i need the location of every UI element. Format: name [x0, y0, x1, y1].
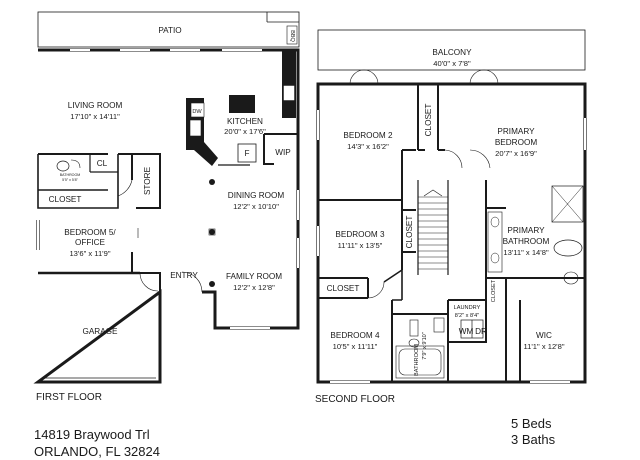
- closet-top-label: CLOSET: [424, 104, 433, 137]
- fridge: [237, 143, 257, 163]
- bathroom2-label: BATHROOM: [414, 344, 420, 376]
- grill: [286, 25, 298, 45]
- bedroom5-label-1: BEDROOM 5/: [64, 228, 116, 237]
- kitchen-dims: 20'0" x 17'6": [224, 127, 266, 136]
- entry-label: ENTRY: [170, 271, 198, 280]
- closet-left-label: CLOSET: [327, 284, 360, 293]
- patio-outline: [37, 11, 300, 48]
- primary-bath-dims: 13'11" x 14'8": [503, 248, 549, 257]
- grill-label: BBQ: [289, 30, 295, 42]
- bedroom3-dims: 11'11" x 13'5": [338, 241, 383, 250]
- living-room-label: LIVING ROOM: [68, 101, 123, 110]
- kitchen-island: [229, 95, 255, 113]
- second-floor-caption: SECOND FLOOR: [315, 394, 395, 405]
- second-floor-labels: BALCONY 40'0" x 7'8" BEDROOM 2 14'3" x 1…: [315, 48, 565, 405]
- store-label: STORE: [143, 166, 152, 195]
- first-floor-plan: [33, 11, 300, 384]
- first-floor-labels: PATIO LIVING ROOM 17'10" x 14'11" KITCHE…: [36, 26, 295, 403]
- bathroom2-dims: 7'9" x 9'10": [422, 332, 428, 360]
- cl-label: CL: [97, 159, 108, 168]
- primary-bath-label-1: PRIMARY: [507, 226, 545, 235]
- bedroom4-dims: 10'5" x 11'11": [333, 342, 378, 351]
- balcony-outline: [317, 29, 586, 71]
- closet-label: CLOSET: [49, 195, 82, 204]
- primary-bath-label-2: BATHROOM: [503, 237, 550, 246]
- fridge-label: F: [244, 149, 249, 158]
- baths-count: 3 Baths: [511, 432, 556, 447]
- laundry-label: LAUNDRY: [454, 305, 481, 311]
- address-city: ORLANDO, FL 32824: [34, 444, 160, 459]
- beds-count: 5 Beds: [511, 416, 552, 431]
- wic-label: WIC: [536, 331, 552, 340]
- closet-b3-label: CLOSET: [405, 216, 414, 249]
- first-floor-caption: FIRST FLOOR: [36, 392, 102, 403]
- first-floor-exterior-wall: [33, 48, 300, 384]
- dryer-label: DR: [475, 327, 487, 336]
- bedroom3-label: BEDROOM 3: [335, 230, 385, 239]
- patio-label: PATIO: [158, 26, 181, 35]
- garage-label: GARAGE: [82, 327, 118, 336]
- bedroom5-label-2: OFFICE: [75, 238, 106, 247]
- bathroom-label: BATHROOM: [60, 173, 81, 177]
- wic-dims: 11'1" x 12'8": [523, 342, 564, 351]
- bedroom5-dims: 13'6" x 11'9": [69, 249, 110, 258]
- balcony-label: BALCONY: [432, 48, 472, 57]
- family-room-dims: 12'2" x 12'8": [233, 283, 275, 292]
- second-floor-plan: [316, 29, 587, 384]
- living-room-dims: 17'10" x 14'11": [70, 112, 120, 121]
- address-street: 14819 Braywood Trl: [34, 427, 150, 442]
- closet-mid-label: CLOSET: [491, 279, 497, 302]
- bedroom4-label: BEDROOM 4: [330, 331, 380, 340]
- wip-label: WIP: [275, 148, 291, 157]
- balcony-dims: 40'0" x 7'8": [433, 59, 471, 68]
- second-floor-exterior-wall: [316, 82, 587, 384]
- laundry-dims: 8'2" x 8'4": [455, 313, 479, 319]
- laundry-sink: [433, 317, 445, 333]
- washer-label: WM: [459, 327, 474, 336]
- dining-room-label: DINING ROOM: [228, 191, 285, 200]
- dishwasher: [190, 102, 205, 118]
- primary-bedroom-label-2: BEDROOM: [495, 138, 537, 147]
- primary-bedroom-dims: 20'7" x 16'9": [495, 149, 537, 158]
- shower: [551, 185, 584, 223]
- family-room-label: FAMILY ROOM: [226, 272, 282, 281]
- bed-bath-summary: 5 Beds 3 Baths: [511, 416, 555, 448]
- address-block: 14819 Braywood Trl ORLANDO, FL 32824: [34, 426, 334, 460]
- dining-room-dims: 12'2" x 10'10": [233, 202, 279, 211]
- bedroom2-dims: 14'3" x 16'2": [347, 142, 389, 151]
- floor-plan: PATIO LIVING ROOM 17'10" x 14'11" KITCHE…: [33, 11, 587, 405]
- primary-bedroom-label-1: PRIMARY: [497, 127, 535, 136]
- bathroom-dims: 5'5" x 5'8": [62, 178, 78, 182]
- kitchen-label: KITCHEN: [227, 117, 263, 126]
- bedroom2-label: BEDROOM 2: [343, 131, 393, 140]
- dishwasher-label: DW: [192, 109, 202, 115]
